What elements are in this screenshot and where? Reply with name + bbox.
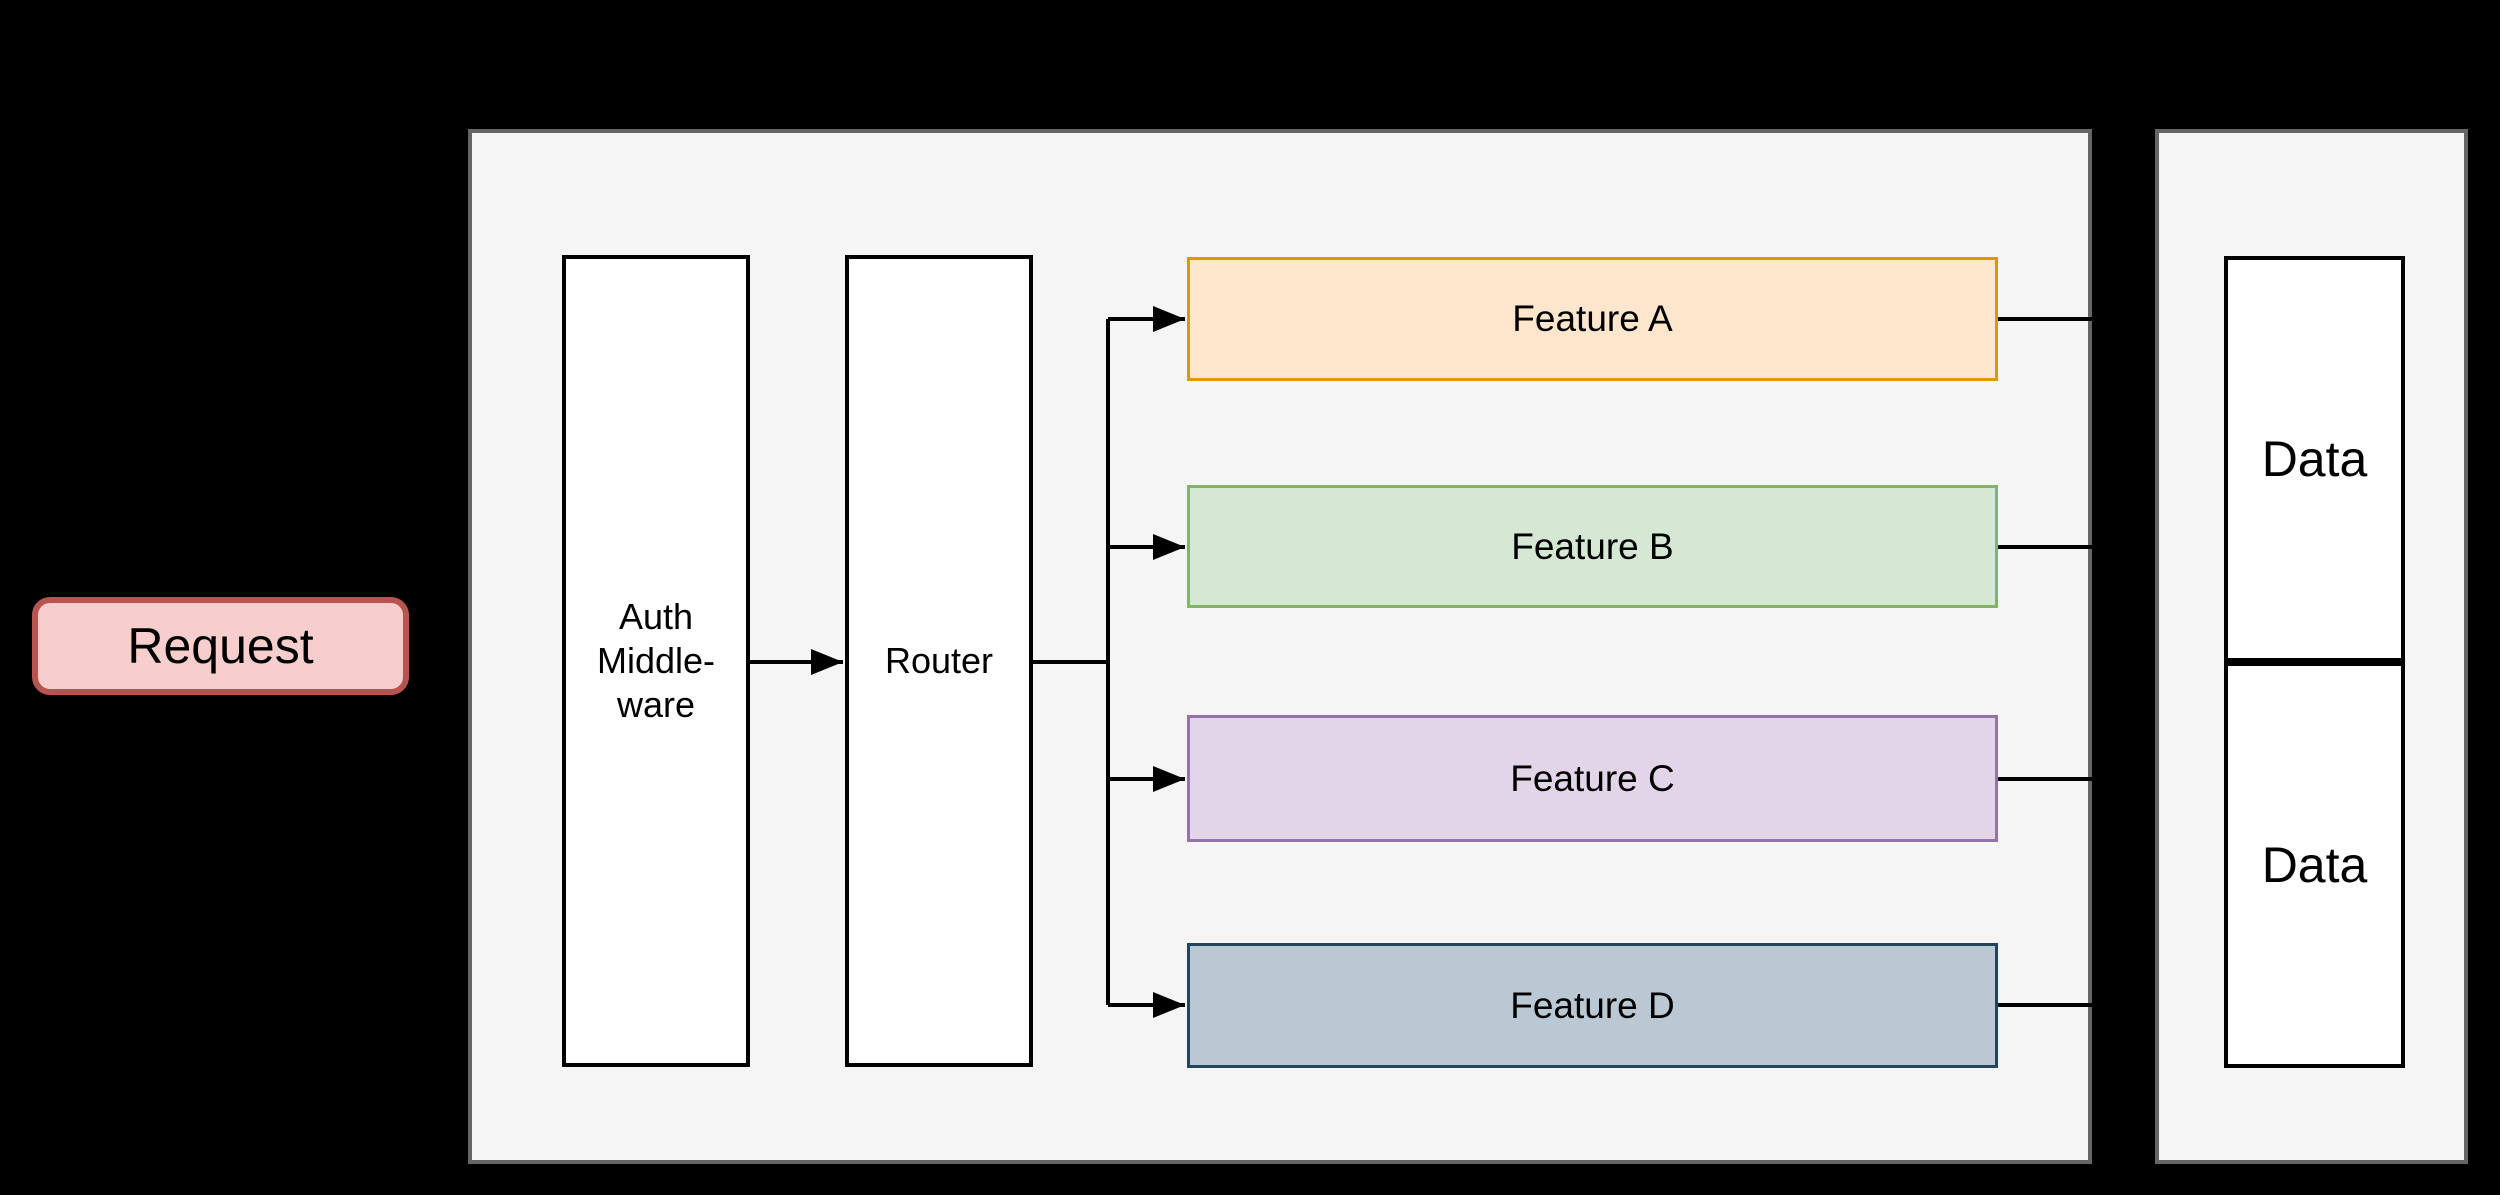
data-bottom-node: Data — [2224, 662, 2405, 1068]
feature-b-label: Feature B — [1511, 525, 1674, 567]
request-node: Request — [32, 597, 409, 695]
auth-middleware-label: Auth Middle- ware — [596, 596, 716, 725]
feature-d-label: Feature D — [1510, 984, 1675, 1026]
data-top-node: Data — [2224, 256, 2405, 662]
router-node: Router — [845, 255, 1033, 1067]
auth-middleware-node: Auth Middle- ware — [562, 255, 750, 1067]
data-bottom-label: Data — [2261, 837, 2368, 893]
data-top-label: Data — [2261, 431, 2368, 487]
feature-a-node: Feature A — [1187, 257, 1998, 381]
feature-c-label: Feature C — [1510, 757, 1675, 799]
feature-b-node: Feature B — [1187, 485, 1998, 608]
feature-c-node: Feature C — [1187, 715, 1998, 842]
feature-d-node: Feature D — [1187, 943, 1998, 1068]
router-label: Router — [884, 640, 994, 681]
feature-a-label: Feature A — [1512, 298, 1673, 339]
request-label: Request — [127, 618, 314, 674]
